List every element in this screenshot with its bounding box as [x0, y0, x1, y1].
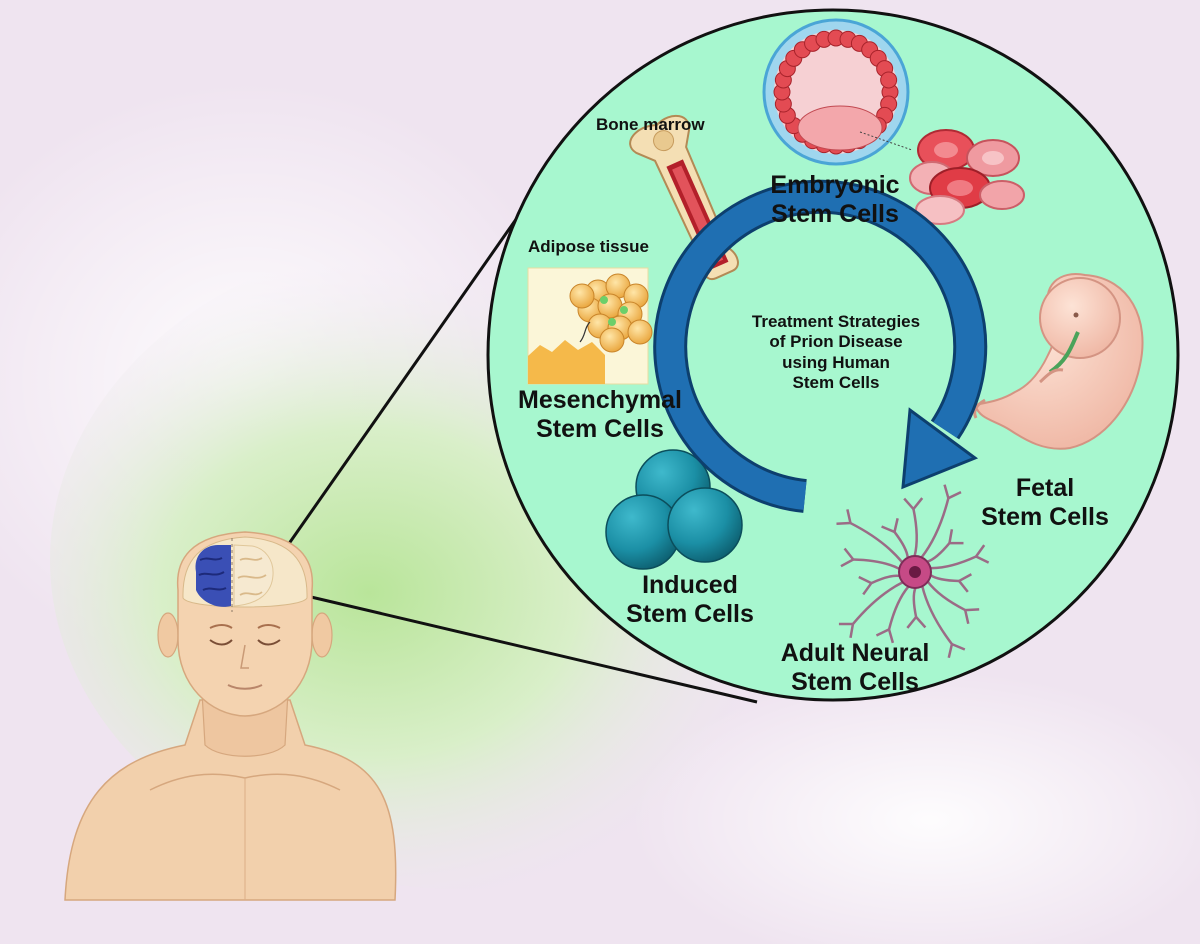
stem-cell-dot — [620, 306, 628, 314]
neuron-branch — [881, 518, 899, 534]
label-fetal: Fetal Stem Cells — [960, 474, 1130, 532]
neuron-dendrite — [912, 587, 918, 618]
arrow-head — [901, 407, 979, 490]
label-adipose-tissue: Adipose tissue — [528, 237, 649, 256]
label-adult-neural: Adult Neural Stem Cells — [755, 639, 955, 697]
human-figure — [64, 531, 397, 901]
neuron-dendrite — [893, 531, 909, 558]
neuron-branch — [958, 573, 972, 593]
fat-cell — [627, 319, 653, 345]
neuron-icon — [836, 484, 990, 659]
blastocyst-cell — [880, 71, 898, 89]
neuron-dendrite — [849, 521, 904, 564]
label-mesenchymal-line-1: Mesenchymal — [518, 386, 682, 414]
fetus-icon — [973, 273, 1144, 450]
center-title-line-2: of Prion Disease — [769, 332, 903, 352]
blood-cells-icon — [909, 129, 1025, 225]
blastocyst-icon — [762, 18, 913, 166]
cycle-arrow — [653, 179, 988, 513]
label-mesenchymal: Mesenchymal Stem Cells — [500, 386, 700, 444]
neuron-branch — [948, 529, 964, 545]
stem-cell-dot — [600, 296, 608, 304]
neuron-dendrite — [853, 558, 900, 570]
neuron-dendrite — [929, 574, 960, 583]
neuron-branch — [903, 497, 924, 510]
neuron-dendrite — [920, 497, 950, 559]
label-mesenchymal-line-2: Stem Cells — [536, 414, 664, 443]
neuron-branch — [963, 608, 980, 624]
label-adult-neural-line-2: Stem Cells — [791, 667, 919, 696]
label-induced-line-2: Stem Cells — [626, 599, 754, 628]
stem-cell-dot — [608, 318, 616, 326]
fat-cell — [599, 327, 625, 353]
neuron-branch — [858, 575, 873, 596]
label-embryonic: Embryonic Stem Cells — [745, 171, 925, 229]
neuron-dendrite — [926, 580, 966, 612]
fat-cell — [569, 283, 595, 309]
neuron-branch — [943, 484, 962, 500]
label-adult-neural-line-1: Adult Neural — [780, 639, 930, 667]
label-fetal-line-2: Stem Cells — [981, 502, 1109, 531]
neuron-dendrite — [851, 581, 904, 625]
neuron-dendrite — [921, 585, 953, 645]
label-fetal-line-1: Fetal — [1015, 474, 1075, 502]
center-title-line-3: using Human — [782, 352, 890, 372]
neuron-dendrite — [926, 542, 951, 563]
neuron-dendrite — [930, 555, 977, 570]
label-embryonic-line-2: Stem Cells — [771, 199, 899, 228]
zoom-lines — [258, 184, 758, 704]
neuron-branch — [906, 616, 927, 629]
label-bone-marrow: Bone marrow — [596, 115, 705, 134]
label-induced-line-1: Induced — [642, 571, 738, 599]
neuron-dendrite — [912, 508, 918, 557]
center-title-line-4: Stem Cells — [792, 373, 880, 393]
neuron-branch — [947, 642, 966, 659]
neuron-branch — [975, 544, 990, 564]
neuron-branch — [838, 622, 855, 639]
neuron-dendrite — [887, 585, 910, 630]
neuron-branch — [875, 628, 895, 644]
brain-icon — [195, 538, 274, 612]
label-embryonic-line-1: Embryonic — [770, 171, 900, 199]
adipose-tissue-icon — [527, 267, 653, 385]
center-title-line-1: Treatment Strategies — [751, 312, 921, 331]
induced-stem-cells-icon — [605, 449, 743, 570]
center-title: Treatment Strategies of Prion Disease us… — [728, 312, 944, 394]
neuron-dendrite — [870, 574, 900, 585]
neuron-branch — [836, 509, 852, 526]
label-induced: Induced Stem Cells — [605, 571, 775, 629]
neuron-branch — [840, 547, 855, 568]
